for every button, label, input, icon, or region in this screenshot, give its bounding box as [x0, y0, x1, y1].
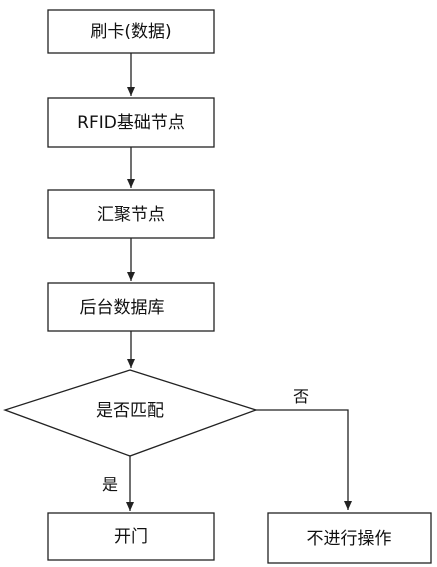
edge-yes-label: 是 [102, 475, 118, 494]
node-no-action: 不进行操作 [267, 512, 432, 564]
node-backend-db: 后台数据库 [47, 282, 215, 332]
node-rfid-basic: RFID基础节点 [47, 97, 215, 148]
edge-decision-no [256, 409, 352, 510]
node-backend-db-label: 后台数据库 [80, 298, 165, 318]
edge-no-label: 否 [293, 387, 309, 406]
node-no-action-label: 不进行操作 [307, 529, 392, 549]
node-match-decision: 是否匹配 [3, 369, 259, 457]
node-rfid-basic-label: RFID基础节点 [77, 113, 185, 133]
node-aggregation-label: 汇聚节点 [97, 205, 165, 225]
node-match-decision-label: 是否匹配 [96, 401, 164, 421]
node-swipe-card: 刷卡(数据) [47, 9, 215, 54]
node-open-door-label: 开门 [114, 527, 148, 547]
node-swipe-card-label: 刷卡(数据) [90, 22, 171, 42]
node-open-door: 开门 [47, 512, 215, 561]
node-aggregation: 汇聚节点 [47, 189, 215, 239]
